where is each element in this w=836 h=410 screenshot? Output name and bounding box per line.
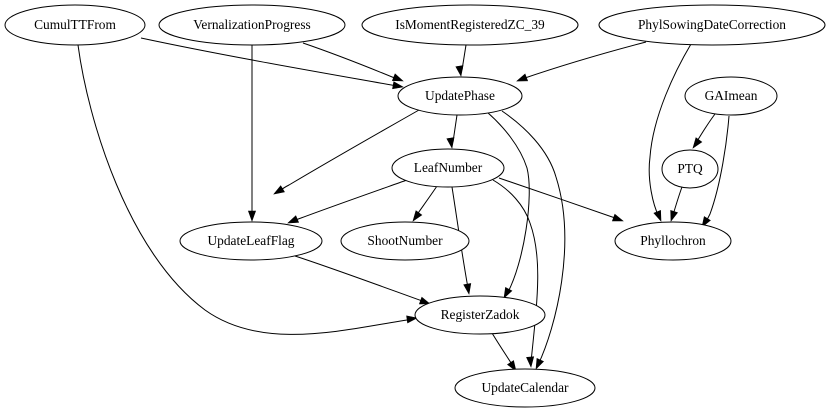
arrow-head-icon [507, 360, 517, 372]
arrow-head-icon [692, 137, 703, 149]
node-shape[interactable] [684, 76, 778, 116]
edge-RegisterZadok-to-UpdateCalendar [491, 332, 517, 372]
node-shape[interactable] [361, 4, 579, 46]
node-shape[interactable] [661, 149, 719, 189]
node-VernalizationProgress[interactable]: VernalizationProgress [158, 4, 346, 46]
node-label: CumulTTFrom [34, 17, 116, 32]
edge-GAImean-to-PTQ [692, 113, 716, 149]
edge-IsMomentRegisteredZC_39-to-UpdatePhase [455, 44, 467, 77]
nodes-layer: CumulTTFrom VernalizationProgress IsMoment… [4, 4, 826, 408]
arrow-head-icon [611, 213, 624, 222]
node-UpdateCalendar[interactable]: UpdateCalendar [454, 368, 596, 408]
node-shape[interactable] [414, 295, 546, 335]
node-label: RegisterZadok [441, 307, 520, 322]
arrow-head-icon [526, 356, 535, 368]
node-shape[interactable] [614, 221, 732, 261]
edge-line [415, 185, 438, 217]
edge-line [521, 41, 647, 80]
arrow-head-icon [287, 215, 300, 224]
edge-CumulTTFrom-to-RegisterZadok [77, 44, 418, 335]
edge-UpdatePhase-to-UpdateCalendar [501, 110, 566, 370]
edge-VernalizationProgress-to-UpdateLeafFlag [247, 45, 257, 222]
edge-PhylSowingDateCorrection-to-Phyllochron [648, 43, 692, 222]
arrow-head-icon [516, 73, 529, 82]
edge-VernalizationProgress-to-UpdatePhase [302, 42, 404, 82]
node-PhylSowingDateCorrection[interactable]: PhylSowingDateCorrection [598, 4, 826, 46]
edge-line [498, 177, 619, 220]
node-LeafNumber[interactable]: LeafNumber [391, 148, 505, 188]
edge-line [648, 43, 692, 218]
node-label: IsMomentRegisteredZC_39 [395, 17, 545, 32]
node-label: GAImean [705, 88, 758, 103]
node-label: ShootNumber [367, 233, 443, 248]
arrow-head-icon [701, 216, 711, 228]
node-UpdatePhase[interactable]: UpdatePhase [397, 76, 523, 116]
edge-line [672, 186, 683, 216]
edge-line [292, 179, 408, 222]
edge-line [695, 113, 716, 144]
arrow-head-icon [406, 315, 418, 324]
arrow-head-icon [392, 81, 404, 90]
arrow-head-icon [503, 287, 513, 299]
node-PTQ[interactable]: PTQ [661, 149, 719, 189]
arrow-head-icon [273, 185, 285, 195]
node-ShootNumber[interactable]: ShootNumber [340, 221, 470, 261]
edge-LeafNumber-to-ShootNumber [412, 185, 438, 222]
edge-line [501, 110, 566, 366]
arrow-head-icon [463, 283, 472, 295]
edge-line [486, 111, 530, 295]
edge-line [77, 44, 415, 335]
node-label: Phyllochron [640, 233, 706, 248]
node-shape[interactable] [598, 4, 826, 46]
node-label: PhylSowingDateCorrection [638, 17, 786, 32]
arrow-head-icon [391, 73, 404, 82]
node-GAImean[interactable]: GAImean [684, 76, 778, 116]
node-shape[interactable] [158, 4, 346, 46]
arrow-head-icon [247, 210, 257, 222]
node-shape[interactable] [340, 221, 470, 261]
arrow-head-icon [412, 210, 423, 222]
node-RegisterZadok[interactable]: RegisterZadok [414, 295, 546, 335]
edge-LeafNumber-to-UpdateLeafFlag [287, 179, 408, 224]
edge-UpdatePhase-to-LeafNumber [446, 114, 458, 149]
node-label: VernalizationProgress [193, 17, 311, 32]
node-label: UpdatePhase [425, 88, 495, 103]
edge-LeafNumber-to-Phyllochron [498, 177, 624, 222]
node-shape[interactable] [179, 221, 323, 261]
arrow-head-icon [535, 357, 545, 370]
node-shape[interactable] [454, 368, 596, 408]
node-Phyllochron[interactable]: Phyllochron [614, 221, 732, 261]
edge-line [302, 42, 398, 80]
node-CumulTTFrom[interactable]: CumulTTFrom [4, 4, 146, 46]
arrow-head-icon [653, 209, 662, 222]
node-label: PTQ [677, 161, 703, 176]
edge-line [492, 179, 539, 363]
node-label: LeafNumber [414, 160, 483, 175]
edges-layer [77, 37, 730, 372]
arrow-head-icon [455, 65, 464, 77]
node-shape[interactable] [397, 76, 523, 116]
edge-CumulTTFrom-to-UpdatePhase [140, 37, 404, 90]
arrow-head-icon [446, 137, 455, 149]
edge-UpdateLeafFlag-to-RegisterZadok [294, 255, 431, 305]
arrow-head-icon [418, 296, 431, 305]
node-shape[interactable] [4, 4, 146, 46]
node-IsMomentRegisteredZC_39[interactable]: IsMomentRegisteredZC_39 [361, 4, 579, 46]
node-label: UpdateLeafFlag [208, 233, 295, 248]
edge-UpdatePhase-to-UpdateLeafFlag [273, 109, 420, 195]
edge-GAImean-to-Phyllochron [701, 115, 730, 228]
edge-PTQ-to-Phyllochron [670, 186, 683, 222]
edge-line [294, 255, 426, 303]
node-UpdateLeafFlag[interactable]: UpdateLeafFlag [179, 221, 323, 261]
edge-UpdatePhase-to-RegisterZadok [486, 111, 530, 299]
edge-line [277, 109, 420, 193]
edge-line [491, 332, 514, 367]
node-label: UpdateCalendar [482, 380, 570, 395]
edge-PhylSowingDateCorrection-to-UpdatePhase [516, 41, 647, 82]
arrow-head-icon [670, 209, 679, 222]
node-shape[interactable] [391, 148, 505, 188]
edge-line [140, 37, 398, 87]
